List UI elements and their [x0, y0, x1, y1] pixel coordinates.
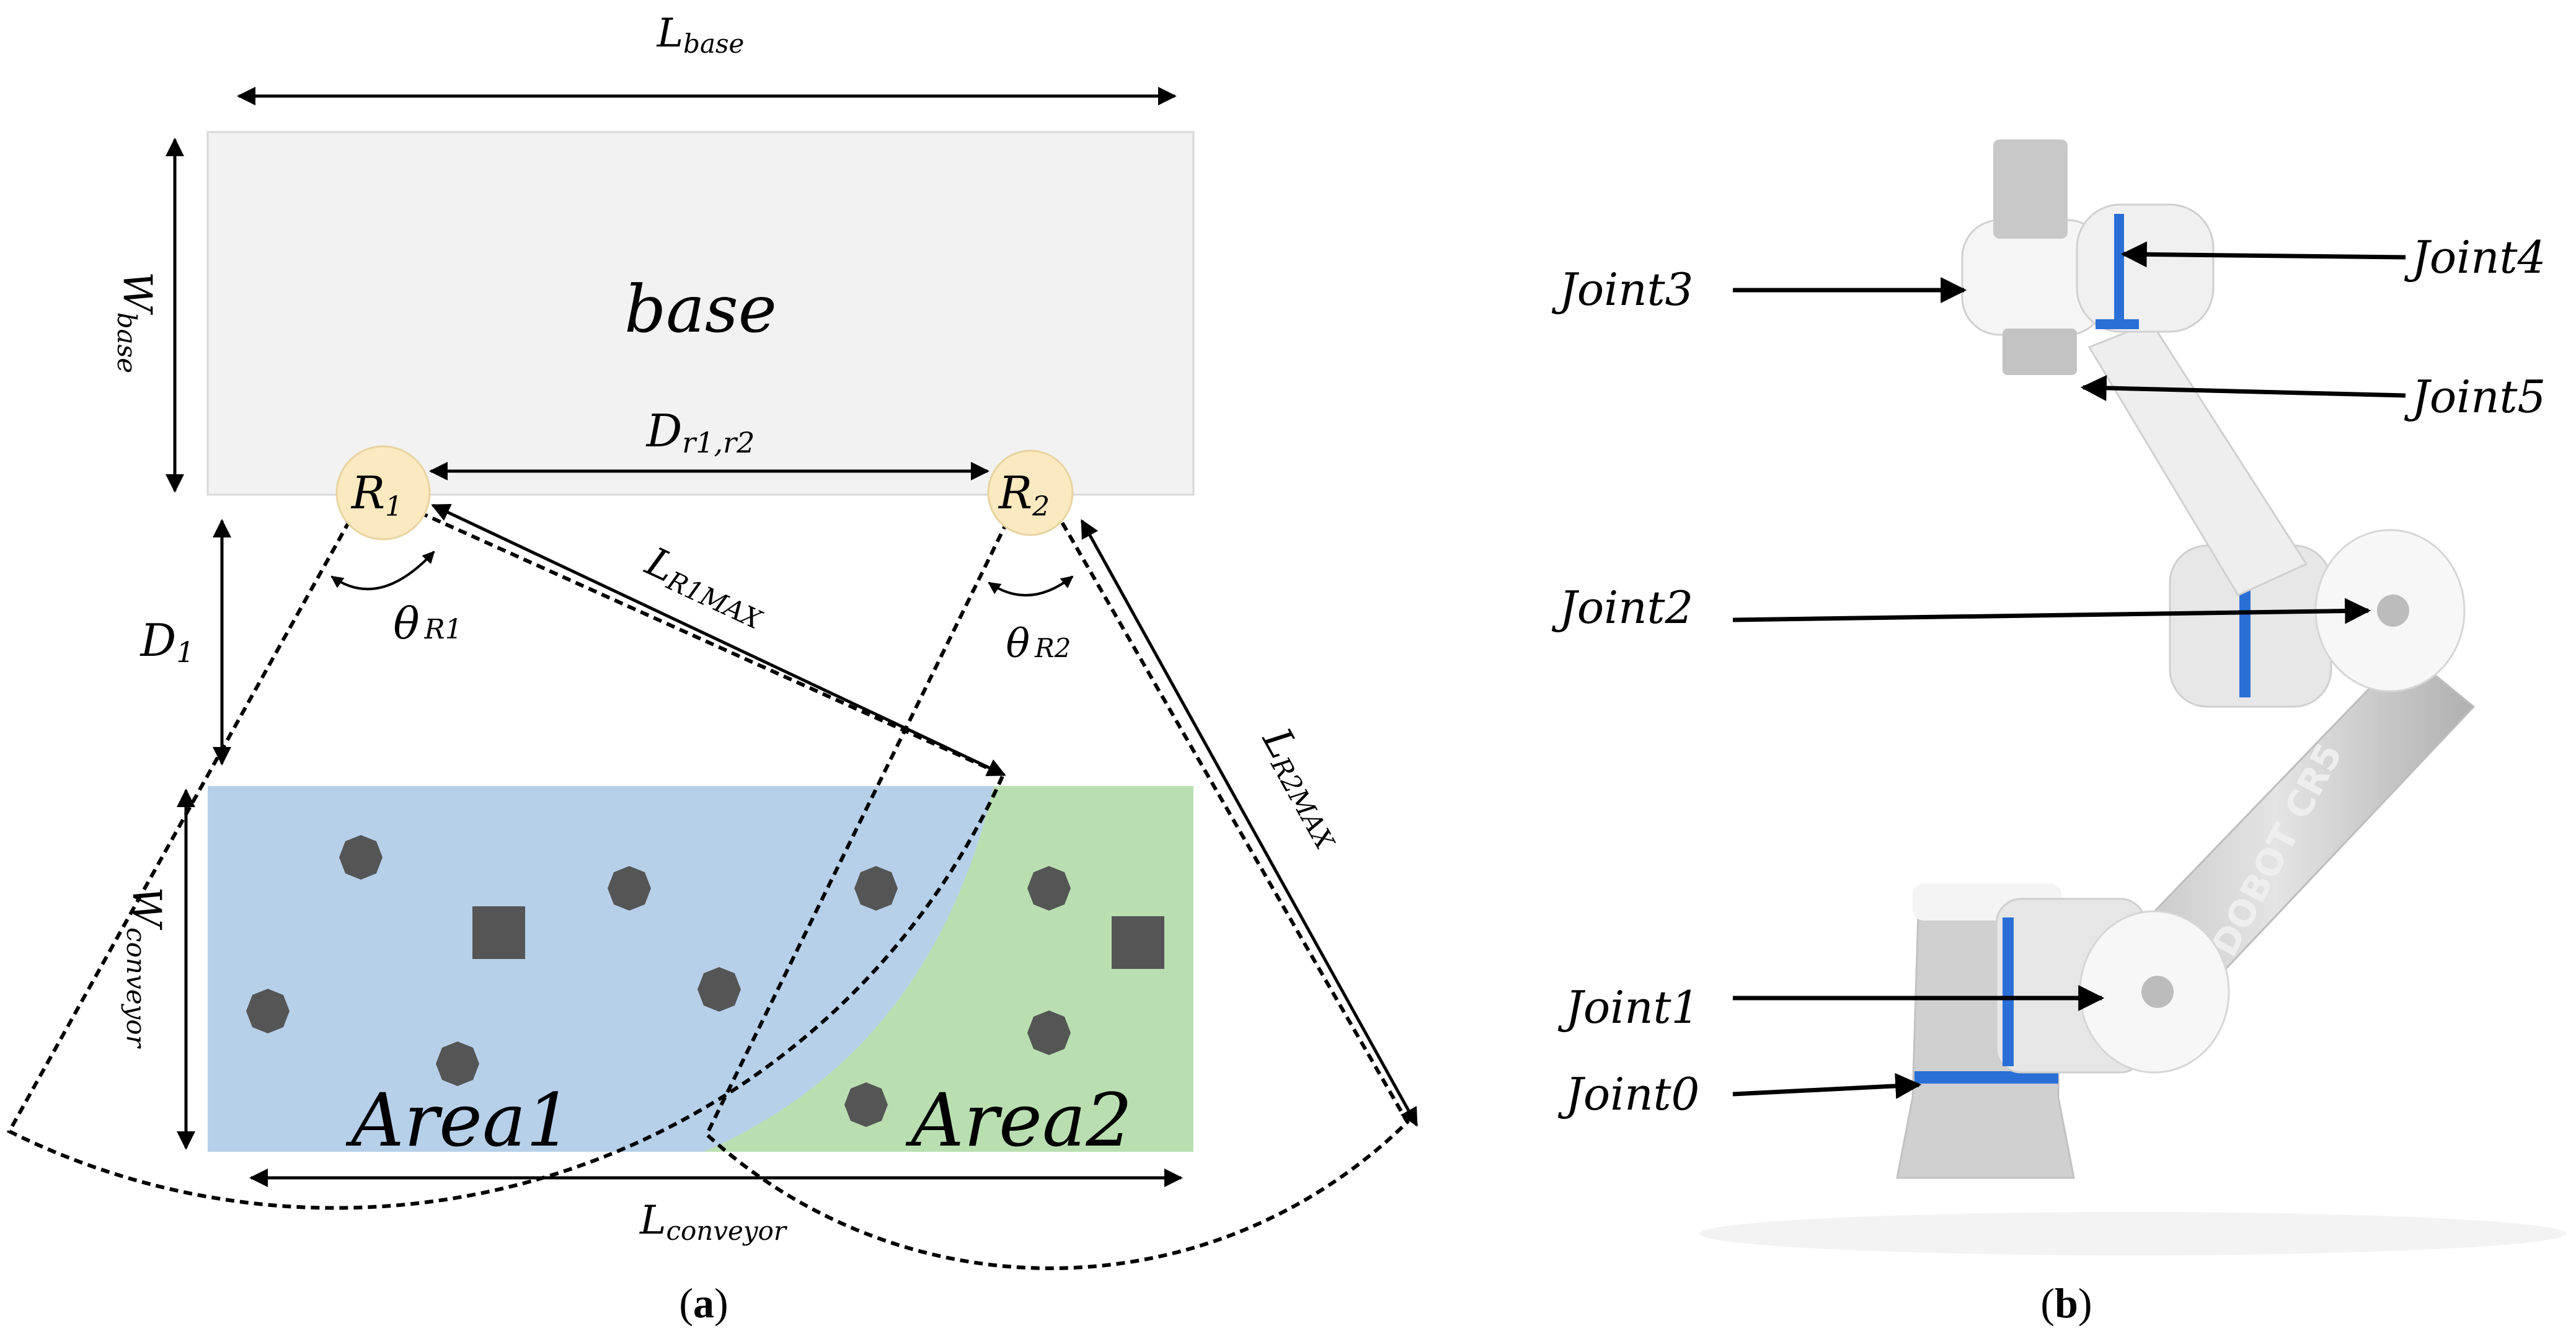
joint3-label: Joint3 [1551, 263, 1693, 316]
l-r1max-arrow [431, 503, 1006, 777]
joint0-ring [1914, 1071, 2058, 1084]
l-base-label: Lbase [657, 11, 745, 59]
joint2-label: Joint2 [1551, 581, 1693, 634]
part-circle [608, 866, 651, 911]
base-label: base [624, 272, 777, 347]
wrist-top [1993, 139, 2068, 239]
w-base-label: Wbase [112, 272, 160, 373]
theta-r2-arc [988, 575, 1074, 597]
d-r1r2-label: Dr1,r2 [645, 405, 755, 459]
reach-sectors [6, 506, 1410, 1270]
theta-r1-arc [330, 550, 435, 590]
part-square [472, 906, 525, 959]
robot-r2-node [987, 449, 1074, 536]
part-circle [1027, 1010, 1071, 1055]
joint4-label: Joint4 [2404, 231, 2546, 283]
joint5-ring [2096, 319, 2139, 329]
joint5-flange [2003, 329, 2077, 375]
l-conveyor-label: Lconveyor [639, 1198, 788, 1246]
joint1-ring [2003, 917, 2014, 1066]
joint4-housing [2076, 203, 2215, 333]
panel-a: base Area1 Area2 Lbase [6, 11, 1419, 1327]
d1-label: D1 [139, 614, 194, 669]
joint5-arrow [2080, 374, 2406, 401]
robot-r1-node [335, 445, 431, 541]
l-r2max-label: LR2MAX [1252, 720, 1355, 855]
joint5-label: Joint5 [2404, 371, 2546, 423]
joint1-hub [2141, 976, 2174, 1008]
robot-r1-label: R1 [350, 467, 402, 523]
floor-shadow [1699, 1212, 2567, 1255]
r1-reach-sector [6, 506, 1006, 1210]
part-circle [697, 967, 741, 1012]
joint2-arrow [1732, 598, 2371, 624]
area1-label: Area1 [346, 1077, 573, 1163]
part-circle [1027, 866, 1071, 911]
joint0-arrow [1732, 1072, 1922, 1099]
area2-label: Area2 [906, 1077, 1133, 1163]
caption-b: (b) [2040, 1279, 2092, 1327]
caption-a: (a) [679, 1279, 728, 1327]
part-circle [246, 989, 290, 1033]
robot-r2-label: R2 [998, 467, 1050, 523]
joint2-hub [2377, 594, 2409, 627]
part-circle [436, 1041, 479, 1086]
l-r2max-arrow [1080, 519, 1419, 1127]
conveyor-area2 [704, 786, 1193, 1152]
part-circle [854, 866, 898, 911]
joint0-label: Joint0 [1557, 1068, 1699, 1120]
w-conveyor-label: Wconveyor [121, 886, 169, 1049]
part-circle [844, 1082, 888, 1127]
joint1-label: Joint1 [1557, 981, 1699, 1033]
r2-reach-sector [704, 507, 1410, 1270]
panel-b: DOBOT CR5 Joint3 Joint4 Joint5 [1551, 139, 2567, 1327]
part-square [1112, 916, 1164, 969]
joint4-arrow [2120, 241, 2406, 268]
base-rect [206, 131, 1195, 496]
part-circle [339, 835, 383, 880]
joint4-ring [2114, 214, 2124, 322]
